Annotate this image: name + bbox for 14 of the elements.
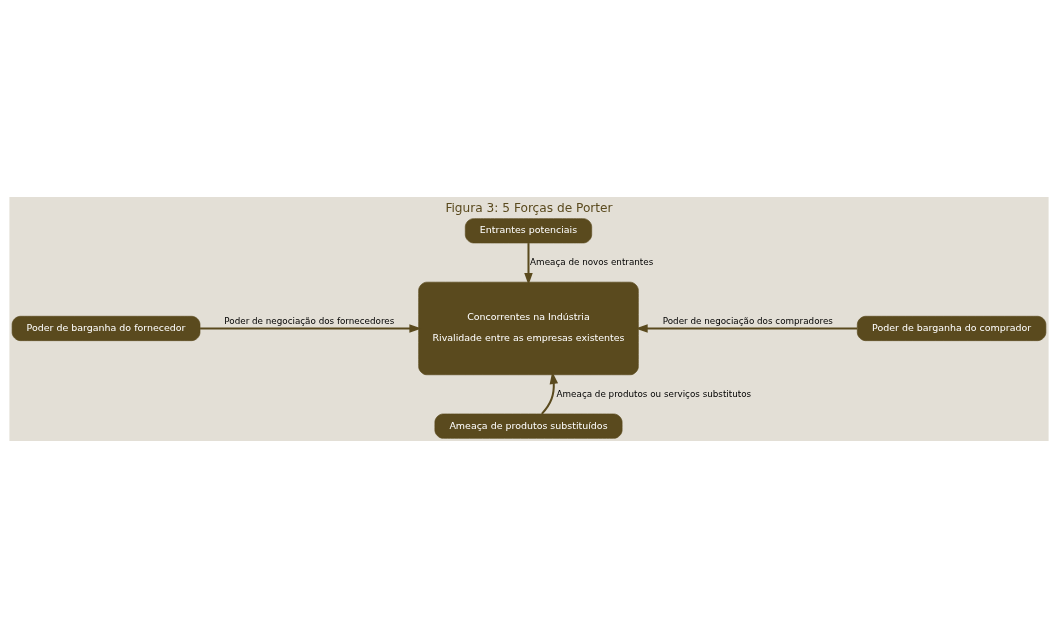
arrow (541, 371, 559, 415)
node-box: Poder de barganha do comprador (857, 315, 1047, 341)
edge-label: Ameaça de novos entrantes (530, 256, 654, 267)
arrow (635, 324, 858, 333)
diagram-title: Figura 3: 5 Forças de Porter (445, 201, 613, 216)
edge-label: Poder de negociação dos fornecedores (224, 316, 395, 326)
arrow (200, 324, 422, 333)
node-box: Ameaça de produtos substituídos (434, 413, 623, 439)
node-box: Poder de barganha do fornecedor (11, 315, 201, 341)
edge-label: Poder de negociação dos compradores (662, 316, 833, 326)
arrow (524, 243, 533, 286)
node-box: Concorrentes na Indústria Rivalidade entre as empresas existentes (418, 281, 639, 376)
edge-label: Ameaça de produtos ou serviços substitutos (556, 388, 752, 399)
node-box: Entrantes potenciais (464, 218, 593, 244)
